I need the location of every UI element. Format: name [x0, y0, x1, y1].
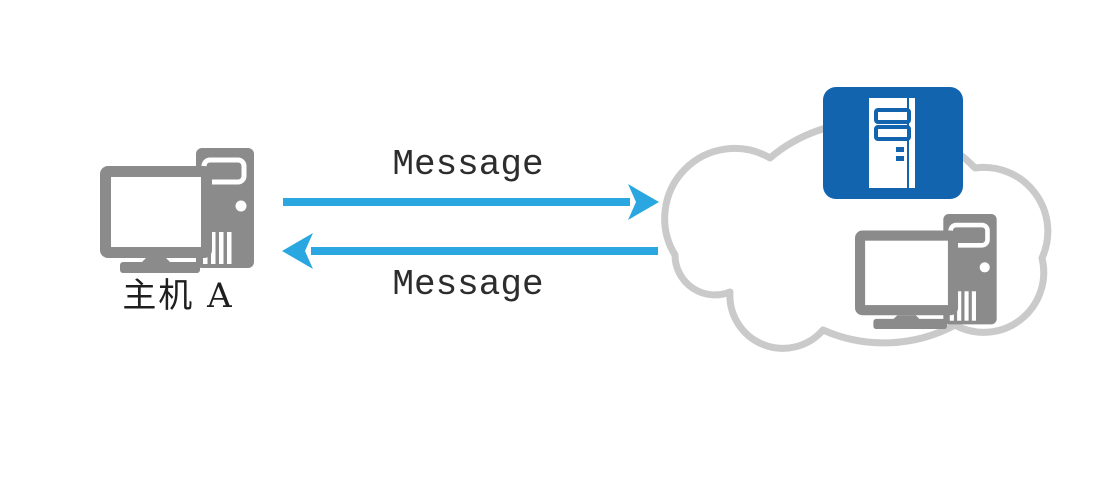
remote-computer-icon [855, 214, 997, 329]
host-computer-icon [100, 148, 254, 273]
arrow-left-icon [282, 233, 658, 269]
bottom-message-label: Message [392, 264, 544, 305]
server-icon [821, 85, 965, 201]
top-message-label: Message [392, 144, 544, 185]
host-a-label: 主机 A [122, 276, 234, 316]
arrow-right-icon [283, 184, 659, 220]
